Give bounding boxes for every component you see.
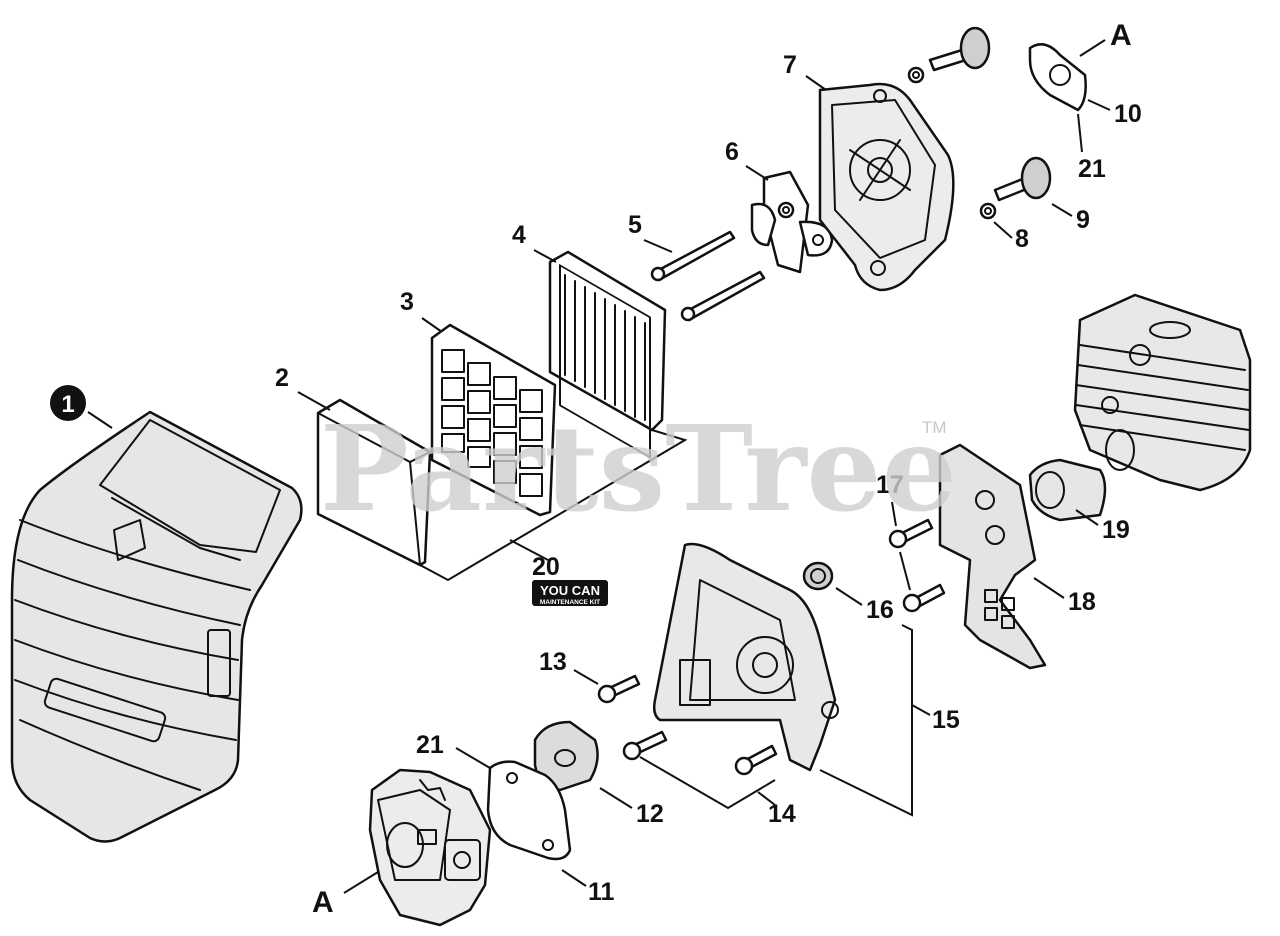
leader-21-bottom	[455, 747, 491, 769]
watermark-trademark: TM	[922, 418, 947, 437]
intake-manifold-part-19[interactable]	[1028, 458, 1107, 522]
callout-2-label: 2	[275, 364, 289, 392]
leader-12	[599, 787, 633, 809]
carburetor-part	[368, 768, 492, 927]
air-cleaner-cover-part[interactable]	[10, 410, 303, 843]
leader-21-top	[1077, 113, 1083, 153]
screw-part-13[interactable]	[597, 674, 641, 704]
ref-a-bottom: A	[312, 886, 334, 919]
bracket-15	[819, 624, 913, 817]
leader-15	[911, 704, 931, 716]
air-cleaner-base-part[interactable]	[818, 82, 955, 292]
leader-10	[1087, 99, 1111, 111]
gasket-part-11[interactable]	[486, 760, 572, 861]
callout-21-top-label: 21	[1078, 155, 1106, 183]
watermark-text: PartsTree	[320, 399, 957, 538]
leader-17b	[899, 551, 911, 591]
callout-19-label: 19	[1102, 516, 1130, 544]
callout-5-label: 5	[628, 211, 642, 239]
callout-4-label: 4	[512, 221, 526, 249]
leader-2	[297, 391, 331, 411]
washers-part-8[interactable]	[777, 66, 925, 219]
leader-11	[561, 869, 587, 887]
pleated-filter-part[interactable]	[548, 250, 667, 459]
choke-plate-part[interactable]	[750, 170, 834, 274]
callout-18-label: 18	[1068, 588, 1096, 616]
svg-text:YOU CAN: YOU CAN	[540, 583, 600, 598]
leader-6	[745, 165, 769, 181]
callout-13-label: 13	[539, 648, 567, 676]
screws-part-17[interactable]	[888, 518, 946, 613]
callout-21-bottom-label: 21	[416, 731, 444, 759]
cylinder-part	[1073, 293, 1252, 492]
callout-15-label: 15	[932, 706, 960, 734]
leader-3	[421, 317, 443, 333]
insulator-part-18[interactable]	[938, 443, 1047, 670]
pre-filter-part[interactable]	[316, 398, 432, 567]
leader-19	[1075, 509, 1099, 526]
ref-a-top: A	[1110, 19, 1132, 52]
callout-10-label: 10	[1114, 100, 1142, 128]
maintenance-kit-badge: YOU CAN MAINTENANCE KIT	[532, 580, 608, 606]
leader-18	[1033, 577, 1065, 599]
screws-part-14[interactable]	[622, 730, 778, 776]
leader-8	[993, 221, 1013, 239]
callout-11-label: 11	[588, 878, 615, 906]
callout-14-label: 14	[768, 800, 796, 828]
leader-5	[643, 239, 673, 253]
leader-a-top	[1079, 39, 1106, 57]
leader-4	[533, 249, 557, 263]
bracket-14	[639, 756, 776, 810]
leader-7	[805, 75, 827, 91]
bolts-part-5[interactable]	[650, 230, 766, 322]
kit-bracket	[419, 429, 688, 582]
callout-1-marker	[50, 385, 86, 421]
filter-grid-part[interactable]	[430, 323, 557, 517]
callout-16-label: 16	[866, 596, 894, 624]
callout-9-label: 9	[1076, 206, 1090, 234]
svg-text:MAINTENANCE KIT: MAINTENANCE KIT	[540, 599, 600, 606]
gasket-part-10[interactable]	[1028, 43, 1087, 112]
callout-6-label: 6	[725, 138, 739, 166]
callout-17-label: 17	[876, 471, 904, 499]
leader-a-bottom	[343, 871, 379, 894]
leader-17a	[891, 501, 897, 527]
leader-1	[87, 411, 113, 429]
callout-3-label: 3	[400, 288, 414, 316]
knobs-part-9[interactable]	[928, 26, 1052, 220]
leader-13	[573, 669, 599, 685]
callout-1-label: 1	[61, 391, 74, 418]
callout-20-label: 20	[532, 553, 560, 581]
carburetor-bracket-part[interactable]	[652, 542, 839, 772]
leader-9	[1051, 203, 1073, 217]
seal-part-16[interactable]	[802, 561, 834, 591]
leader-14	[757, 791, 776, 806]
leader-16	[835, 587, 863, 606]
callout-8-label: 8	[1015, 225, 1029, 253]
callout-12-label: 12	[636, 800, 664, 828]
leader-20	[509, 539, 549, 561]
callout-7-label: 7	[783, 51, 797, 79]
